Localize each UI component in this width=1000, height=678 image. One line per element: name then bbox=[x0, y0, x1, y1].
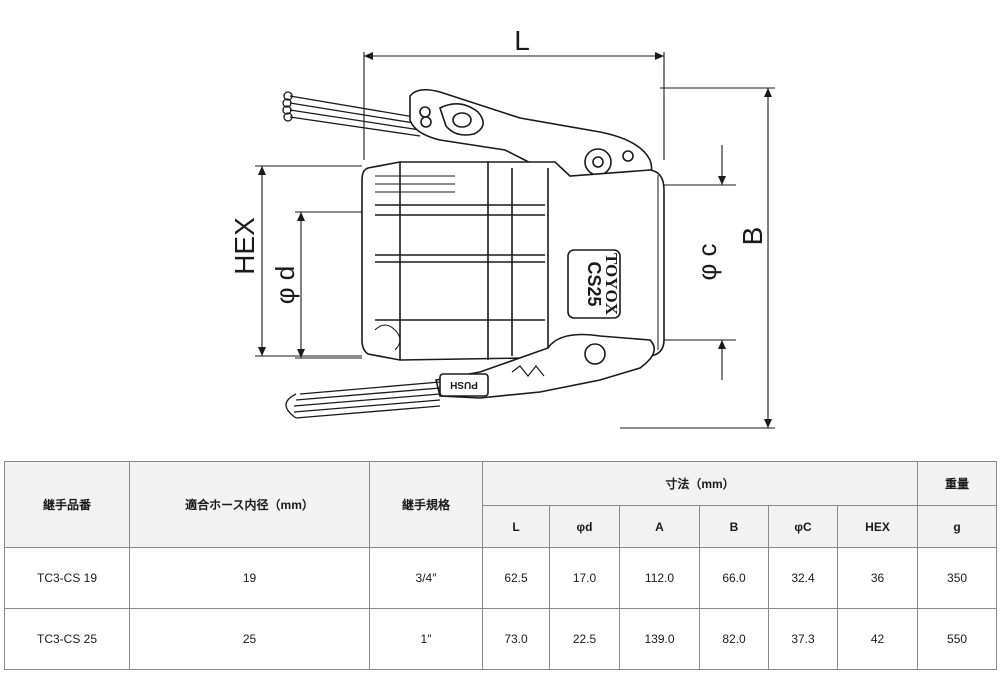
upper-cam-lever bbox=[409, 88, 653, 197]
cell-HEX: 36 bbox=[836, 547, 919, 609]
body-mark-brand: TOYOX bbox=[602, 253, 621, 316]
coupling-body bbox=[361, 161, 665, 361]
cell-part-no: TC3-CS 25 bbox=[4, 608, 130, 670]
header-g: g bbox=[917, 505, 998, 548]
header-hose-id: 適合ホース内径（mm） bbox=[129, 461, 370, 548]
dimension-lines bbox=[255, 52, 775, 429]
push-mark: PUSH bbox=[450, 379, 478, 390]
header-B: B bbox=[699, 505, 769, 548]
cell-B: 82.0 bbox=[699, 608, 769, 670]
header-HEX: HEX bbox=[836, 505, 919, 548]
table-row: TC3-CS 25 25 1″ 73.0 22.5 139.0 82.0 37.… bbox=[4, 608, 998, 670]
cell-phi-d: 22.5 bbox=[549, 608, 620, 670]
cell-B: 66.0 bbox=[699, 547, 769, 609]
dim-label-phi-c: φ c bbox=[692, 243, 722, 280]
cell-A: 112.0 bbox=[619, 547, 700, 609]
dim-label-phi-d: φ d bbox=[270, 266, 300, 305]
cell-A: 139.0 bbox=[619, 608, 700, 670]
cell-HEX: 42 bbox=[836, 608, 919, 670]
lower-cam-lever bbox=[435, 333, 656, 399]
upper-wire-ring bbox=[282, 91, 421, 137]
cell-size: 1″ bbox=[369, 608, 483, 670]
header-size: 継手規格 bbox=[369, 461, 483, 548]
header-dimensions: 寸法（mm） bbox=[481, 461, 919, 506]
cell-L: 62.5 bbox=[482, 547, 550, 609]
header-phi-C: φC bbox=[768, 505, 838, 548]
cell-hose-id: 25 bbox=[129, 608, 370, 670]
cell-size: 3/4″ bbox=[369, 547, 483, 609]
header-weight: 重量 bbox=[917, 461, 998, 506]
cell-part-no: TC3-CS 19 bbox=[4, 547, 130, 609]
header-L: L bbox=[482, 505, 550, 548]
header-part-no: 継手品番 bbox=[4, 461, 130, 548]
cell-phi-C: 37.3 bbox=[768, 608, 838, 670]
header-phi-d: φd bbox=[549, 505, 620, 548]
dim-label-B: B bbox=[737, 227, 768, 246]
cell-hose-id: 19 bbox=[129, 547, 370, 609]
cell-phi-d: 17.0 bbox=[549, 547, 620, 609]
lower-wire-ring bbox=[285, 381, 441, 419]
header-row-1: 継手品番 適合ホース内径（mm） 継手規格 寸法（mm） 重量 bbox=[4, 461, 998, 548]
cell-weight: 550 bbox=[917, 608, 998, 670]
body-mark-model: CS25 bbox=[584, 261, 604, 306]
spec-table: 継手品番 適合ホース内径（mm） 継手規格 寸法（mm） 重量 L φd A B… bbox=[4, 461, 998, 670]
cell-phi-C: 32.4 bbox=[768, 547, 838, 609]
table-row: TC3-CS 19 19 3/4″ 62.5 17.0 112.0 66.0 3… bbox=[4, 547, 998, 609]
dim-label-L: L bbox=[514, 25, 530, 56]
cell-weight: 350 bbox=[917, 547, 998, 609]
dim-label-hex: HEX bbox=[229, 217, 260, 275]
header-A: A bbox=[619, 505, 700, 548]
header-row-2: L φd A B φC HEX g bbox=[5, 505, 998, 548]
cell-L: 73.0 bbox=[482, 608, 550, 670]
coupling-drawing: CS25 TOYOX PUSH bbox=[229, 25, 775, 429]
